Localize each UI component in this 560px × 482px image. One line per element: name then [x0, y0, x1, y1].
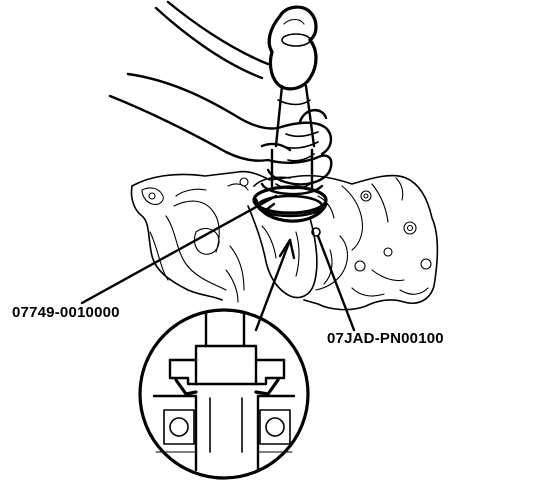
transmission-housing-icon: [130, 170, 439, 311]
seal-bearing-icon: [252, 176, 328, 237]
hand-icon: [108, 72, 333, 186]
driver-attachment-part-number: 07749-0010000: [12, 304, 120, 321]
leader-lines: [80, 194, 356, 332]
detail-callout-arrow: [254, 238, 296, 332]
hammer-icon: [154, 0, 318, 148]
detail-magnifier-icon: [138, 308, 310, 480]
installer-tool-part-number: 07JAD-PN00100: [327, 330, 444, 347]
